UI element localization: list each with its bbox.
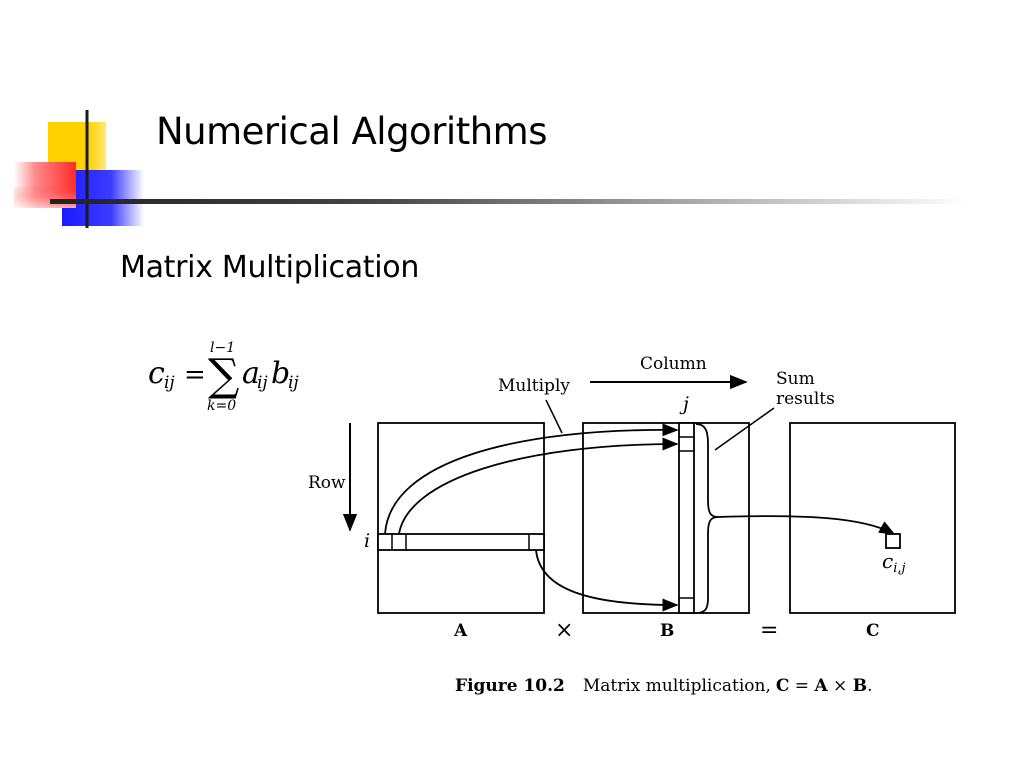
caption-eq-a: A: [813, 676, 828, 696]
caption-number: Figure 10.2: [455, 676, 565, 696]
matrix-a-label: A: [453, 621, 468, 641]
j-label: j: [679, 393, 689, 415]
matrix-multiplication-figure: Column Multiply Sum results j Row i: [308, 354, 956, 696]
formula-lhs-var: c: [148, 356, 165, 391]
row-i-strip: [377, 533, 545, 551]
column-j-strip: [678, 422, 695, 614]
multiply-arrow-1: [384, 423, 679, 535]
formula-b-sub: ij: [288, 373, 299, 393]
multiply-arrow-2: [398, 437, 679, 535]
slide-title: Numerical Algorithms: [156, 110, 547, 153]
cij-var: c: [882, 549, 893, 573]
column-label: Column: [640, 354, 707, 374]
formula-lower-limit: k=0: [207, 398, 236, 414]
caption-eq-c: C: [776, 676, 790, 696]
cij-sub: i,j: [893, 561, 905, 576]
sum-brace: [695, 423, 719, 614]
formula-equals: =: [184, 360, 206, 390]
result-arrow: [717, 515, 896, 535]
formula-a-var: a: [242, 356, 260, 391]
formula-b-var: b: [271, 356, 290, 391]
matrix-b-box: [582, 422, 750, 614]
multiply-pointer: [545, 399, 563, 434]
formula-upper-limit: l−1: [210, 340, 235, 356]
slide-decoration: [14, 110, 970, 228]
sum-label: Sum: [776, 369, 815, 389]
results-label: results: [776, 389, 835, 409]
caption-eq-mid: =: [789, 676, 814, 696]
times-operator: ×: [555, 618, 573, 643]
cij-label: ci,j: [882, 549, 906, 576]
sum-pointer: [714, 407, 775, 451]
caption-eq-end: .: [867, 676, 872, 696]
matrix-c-label: C: [866, 621, 880, 641]
row-label: Row: [308, 473, 346, 493]
caption-eq-times: ×: [828, 676, 853, 696]
i-label: i: [364, 530, 370, 552]
multiply-arrow-3: [535, 549, 679, 612]
summation-formula: l−1 c ij = ∑ a ij b ij k=0: [148, 340, 299, 414]
multiply-label: Multiply: [498, 376, 570, 396]
figure-caption: Figure 10.2 Matrix multiplication,C = A ×…: [455, 676, 873, 696]
equals-operator: =: [760, 618, 778, 643]
title-rule: [50, 199, 970, 204]
formula-sigma: ∑: [208, 350, 239, 401]
caption-eq-b: B: [853, 676, 867, 696]
matrix-b-label: B: [660, 621, 674, 641]
cij-cell: [885, 533, 901, 549]
formula-a-sub: ij: [257, 373, 268, 393]
formula-lhs-sub: ij: [164, 373, 175, 393]
matrix-a-box: [377, 422, 545, 614]
caption-text: Matrix multiplication,: [583, 676, 771, 696]
slide-subtitle: Matrix Multiplication: [120, 250, 420, 285]
logo-squares-icon: [14, 110, 144, 228]
